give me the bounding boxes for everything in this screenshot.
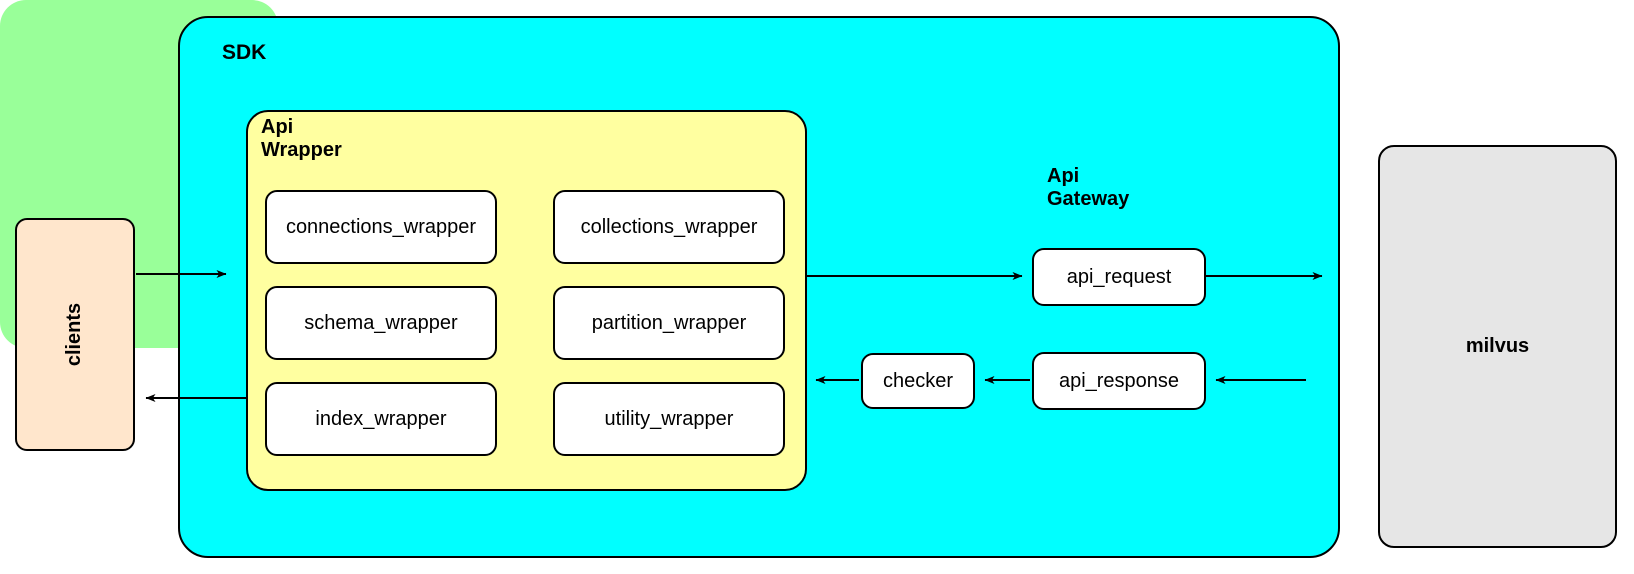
- schema-wrapper-box[interactable]: schema_wrapper: [265, 286, 497, 360]
- api-request-box[interactable]: api_request: [1032, 248, 1206, 306]
- api-gateway-label: Api Gateway: [1047, 165, 1130, 211]
- clients-box[interactable]: [15, 218, 135, 451]
- collections-wrapper-box[interactable]: collections_wrapper: [553, 190, 785, 264]
- connections-wrapper-box[interactable]: connections_wrapper: [265, 190, 497, 264]
- clients-label-text: clients: [63, 302, 86, 367]
- milvus-label: milvus: [1465, 335, 1530, 357]
- partition-wrapper-box[interactable]: partition_wrapper: [553, 286, 785, 360]
- api-response-box[interactable]: api_response: [1032, 352, 1206, 410]
- sdk-label: SDK: [222, 41, 267, 64]
- clients-label: clients: [15, 218, 135, 451]
- checker-box[interactable]: checker: [861, 353, 975, 409]
- index-wrapper-box[interactable]: index_wrapper: [265, 382, 497, 456]
- api-wrapper-label: Api Wrapper: [261, 116, 342, 162]
- milvus-box[interactable]: [1378, 145, 1617, 548]
- utility-wrapper-box[interactable]: utility_wrapper: [553, 382, 785, 456]
